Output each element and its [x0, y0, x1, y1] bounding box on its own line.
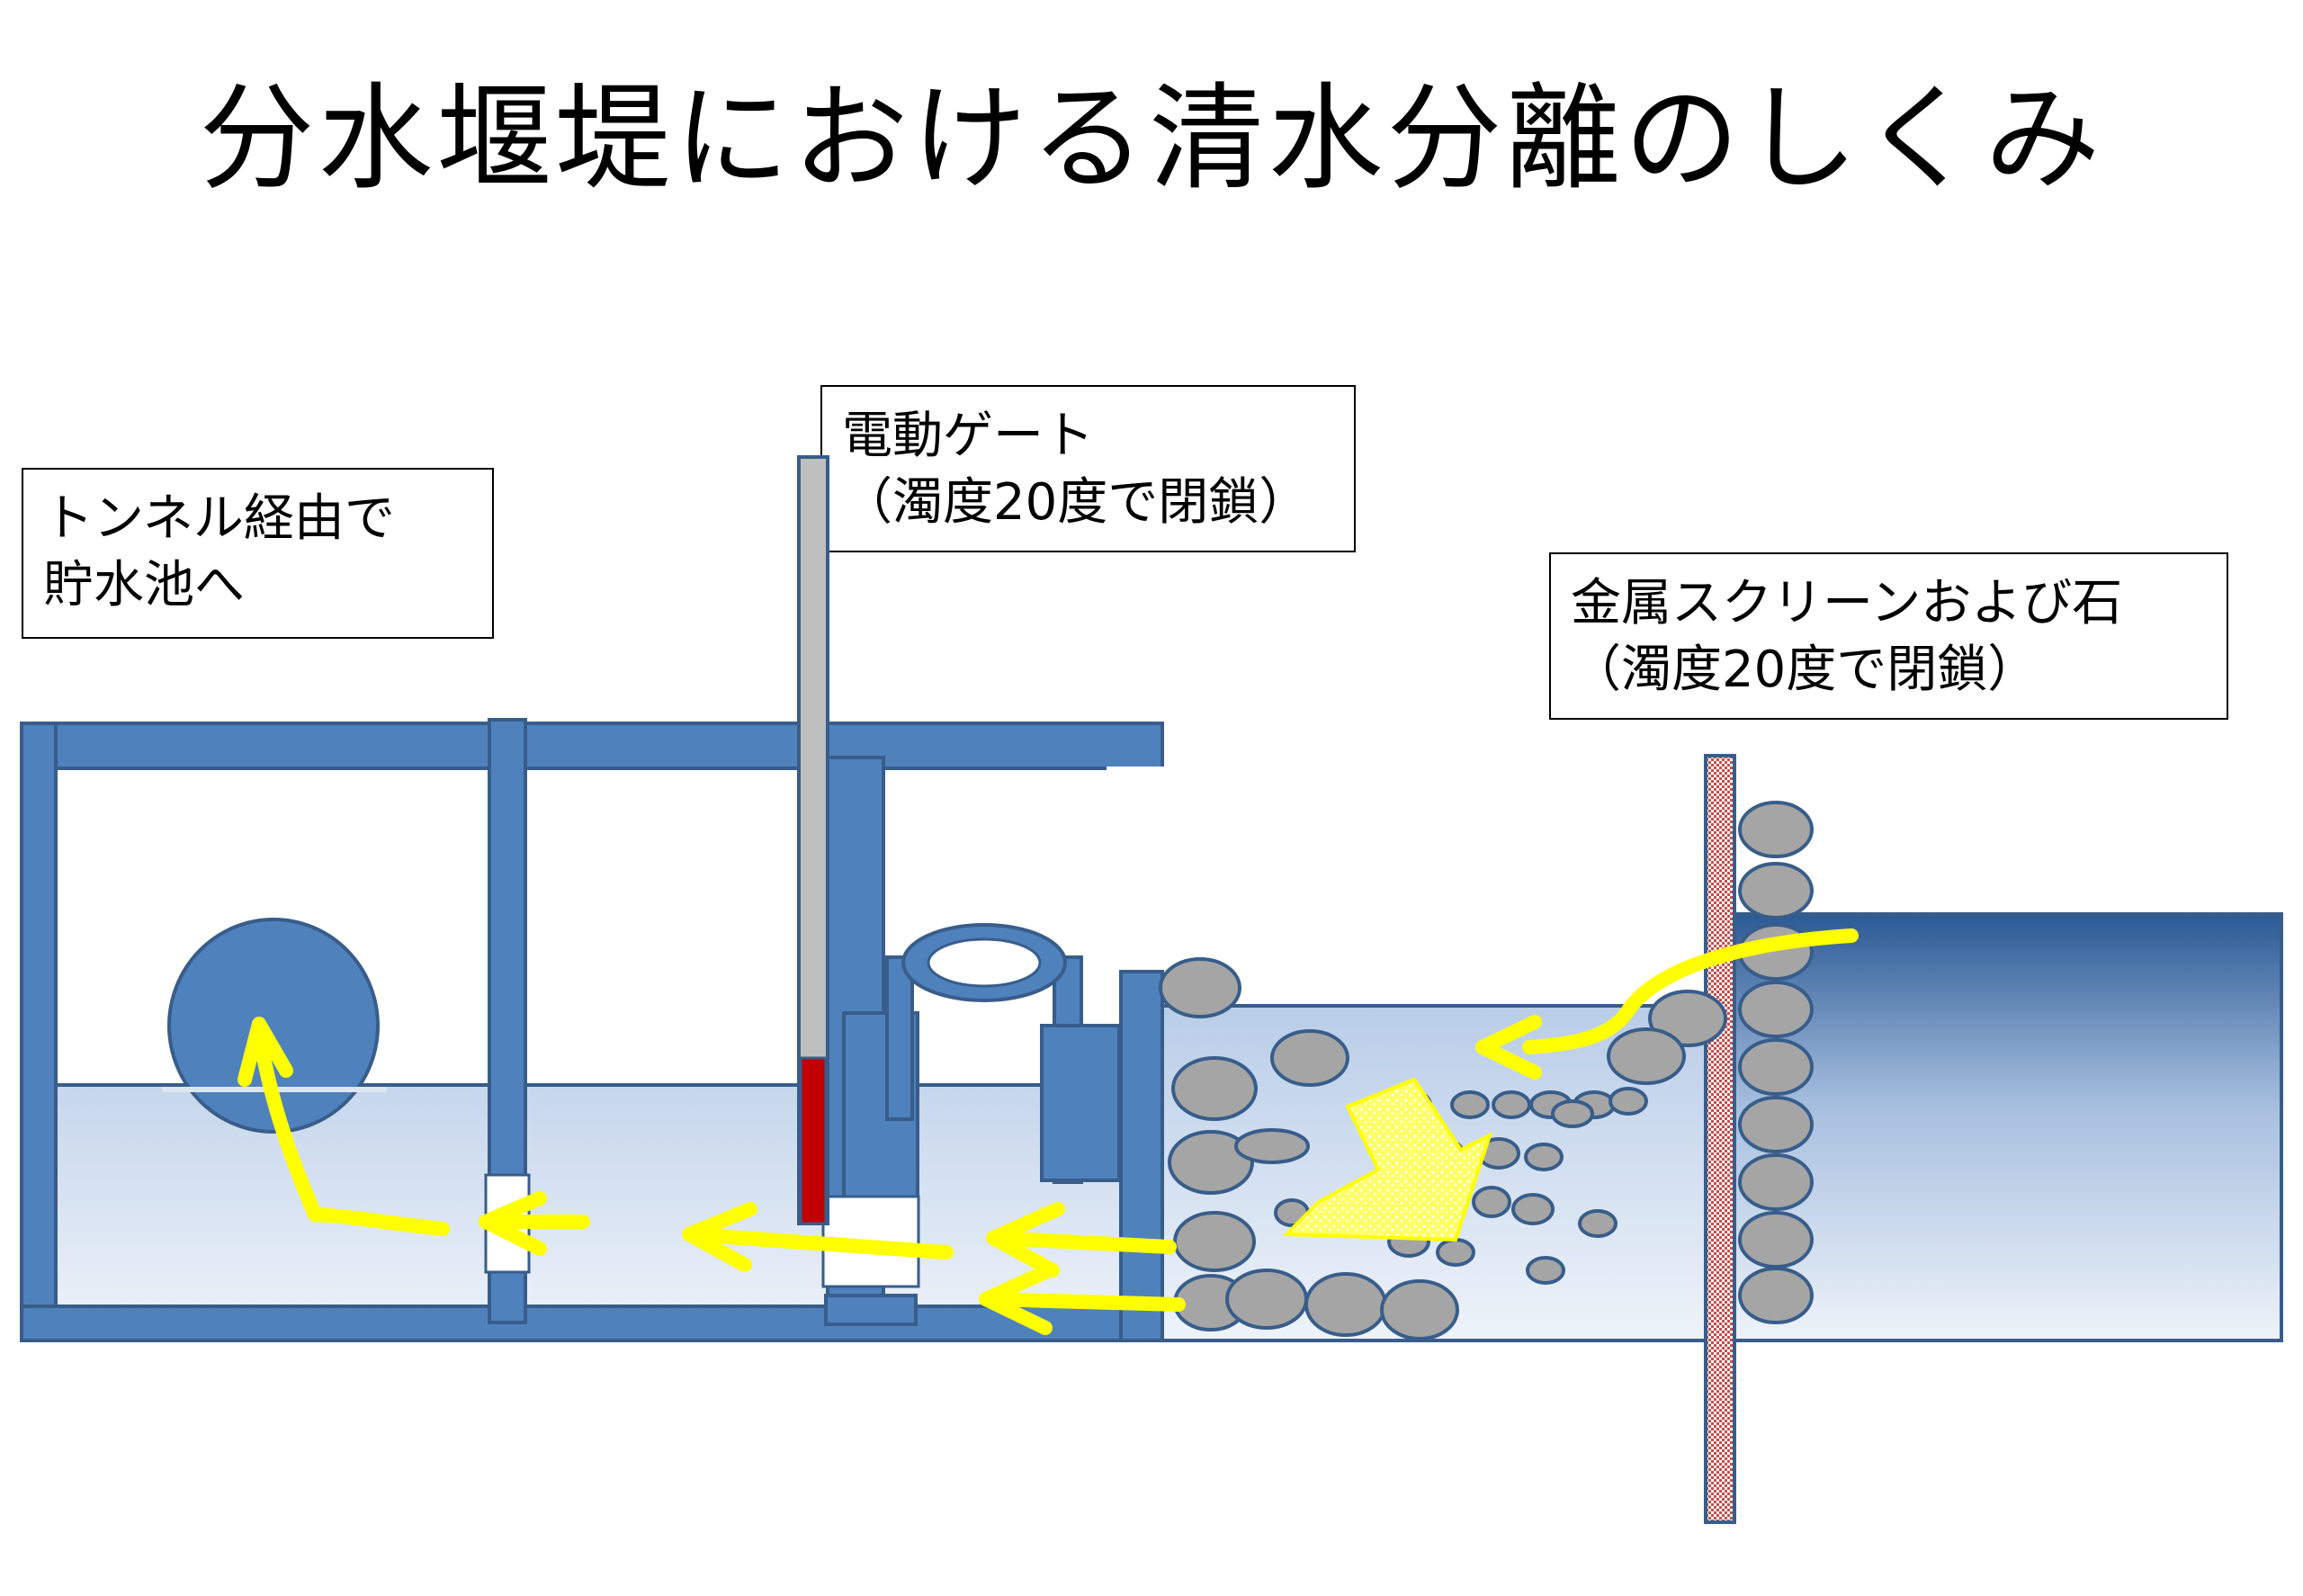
stone [1738, 862, 1814, 919]
stone [1648, 990, 1727, 1047]
stone [1304, 1272, 1387, 1337]
stone [1738, 1267, 1814, 1324]
stone [1551, 1099, 1594, 1128]
stone [1738, 981, 1814, 1038]
stone [1738, 801, 1814, 858]
tunnel-label-line1: トンネル経由で [43, 489, 395, 548]
reservoir-water [54, 1085, 1125, 1339]
screen-label-line2: （濁度20度で閉鎖） [1571, 641, 2039, 699]
flow-arrow-head [979, 1263, 1056, 1335]
flow-arrow-head [986, 1202, 1065, 1278]
stone [1738, 1096, 1814, 1153]
stone [1171, 1056, 1258, 1121]
stone [1225, 1269, 1308, 1330]
flow-arrow-head [479, 1191, 547, 1256]
stone [1472, 1186, 1511, 1218]
screen-label-line1: 金属スクリーンおよび石 [1571, 574, 2123, 632]
flow-arrow [1522, 928, 1859, 1054]
stone [1511, 1193, 1555, 1225]
flow-arrow-head [237, 1017, 293, 1087]
metal-screen [1704, 754, 1736, 1524]
gate-red-section [799, 1056, 828, 1225]
screen-label: 金属スクリーンおよび石 （濁度20度で閉鎖） [1549, 552, 2228, 720]
gate-label: 電動ゲート （濁度20度で閉鎖） [820, 385, 1356, 552]
stone [1738, 1153, 1814, 1211]
page-title: 分水堰堤における清水分離のしくみ [199, 72, 2104, 206]
flow-arrow-head [1475, 1015, 1542, 1080]
stone [1159, 957, 1241, 1018]
stone [1234, 1128, 1310, 1164]
stone [1173, 1211, 1256, 1272]
gate-label-line1: 電動ゲート [842, 407, 1094, 465]
stone [1738, 1211, 1814, 1269]
stone [1380, 1279, 1459, 1340]
tunnel-label: トンネル経由で 貯水池へ [22, 468, 494, 639]
stone [1524, 1143, 1564, 1171]
flow-arrow [986, 1231, 1177, 1254]
stone [1436, 1238, 1475, 1267]
flow-arrow [682, 1227, 954, 1260]
flow-arrow [252, 1026, 450, 1236]
stone [1492, 1090, 1531, 1119]
stone [1578, 1209, 1617, 1238]
stone [1450, 1090, 1490, 1119]
stone [1609, 1087, 1648, 1116]
valve-box [1040, 1024, 1121, 1182]
flow-arrow [979, 1292, 1186, 1312]
stone [1738, 1038, 1814, 1096]
tunnel-label-line2: 貯水池へ [43, 556, 245, 614]
flow-arrows [237, 928, 1859, 1335]
stone [1168, 1130, 1254, 1195]
tunnel-mouth [167, 918, 380, 1134]
sediment-arrow [1282, 1077, 1493, 1242]
stones [1159, 801, 1814, 1340]
building-right-wall [1119, 970, 1164, 1342]
stone [1270, 1029, 1349, 1087]
flow-arrow-head [682, 1202, 757, 1272]
gate-label-line2: （濁度20度で閉鎖） [842, 473, 1310, 532]
stone [1607, 1027, 1686, 1085]
stone [1526, 1256, 1565, 1285]
intake-pipe [885, 955, 914, 1121]
